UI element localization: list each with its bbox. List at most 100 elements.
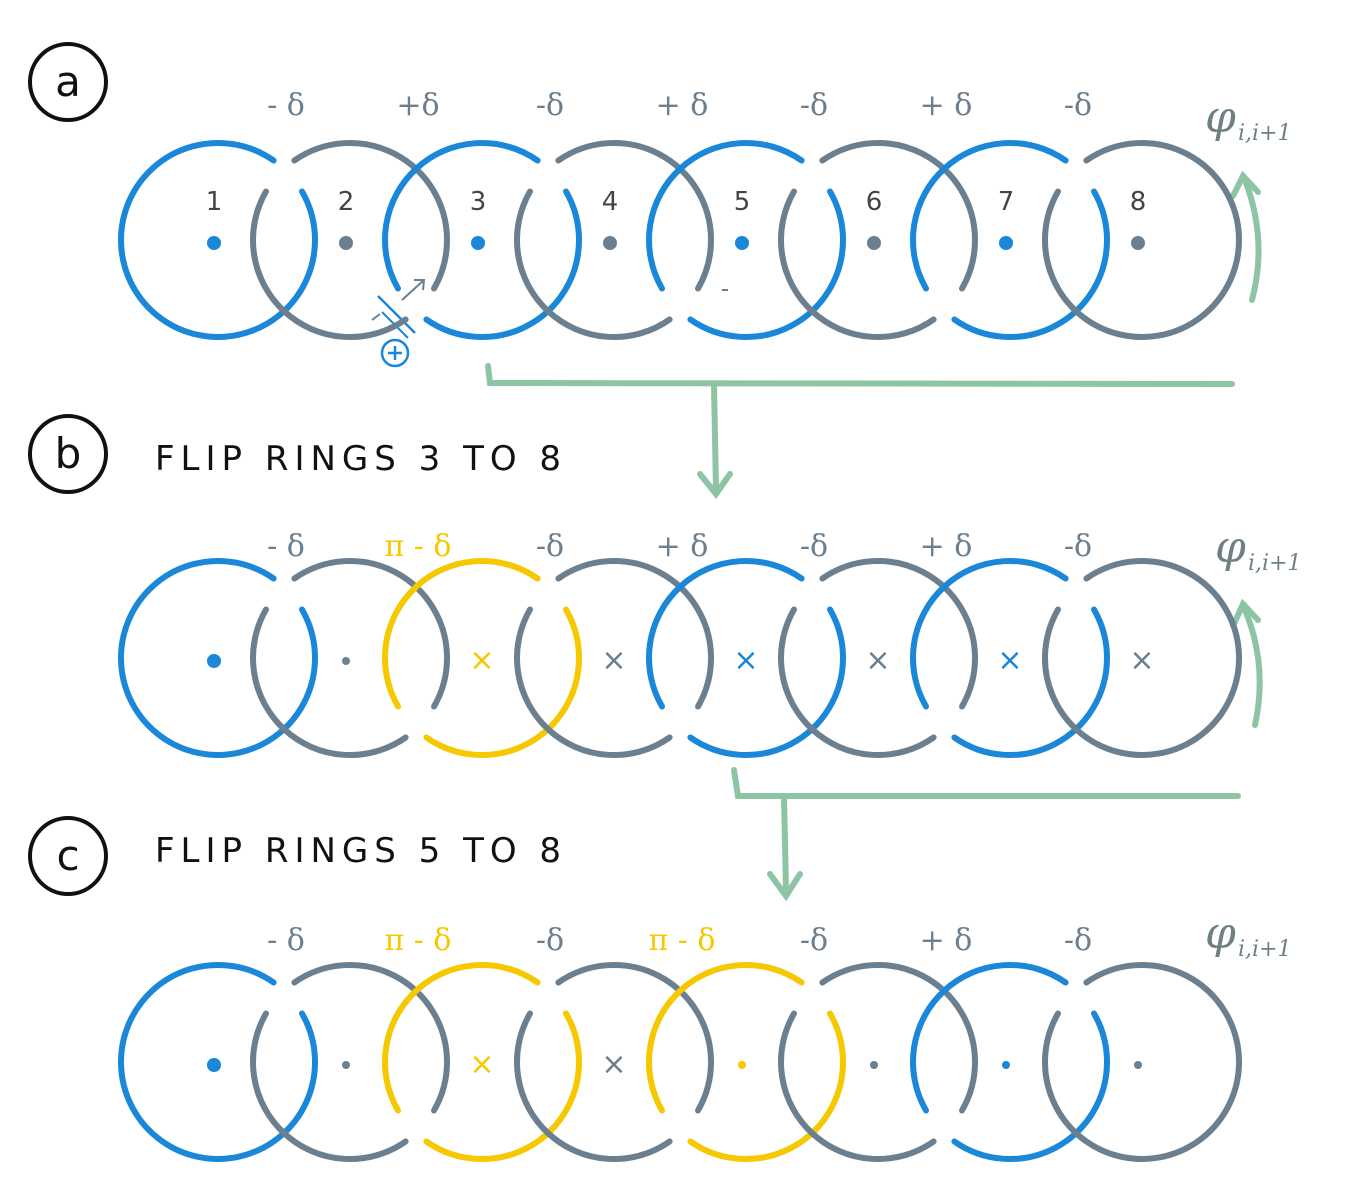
ring-arc bbox=[910, 961, 1069, 1114]
ring-arc bbox=[514, 606, 673, 759]
center-cross: × bbox=[997, 643, 1022, 678]
phi-symbol-b: φ bbox=[1215, 522, 1246, 573]
ring-number: 6 bbox=[866, 187, 883, 217]
center-dot bbox=[603, 236, 617, 250]
ring-arc bbox=[646, 961, 805, 1114]
ring-arc bbox=[1091, 1010, 1110, 1065]
plus-symbol: ⊕ bbox=[395, 361, 396, 363]
delta-label-a-7: -δ bbox=[1064, 88, 1092, 123]
phi-label-c: φ i,i+1 bbox=[1205, 908, 1292, 962]
ring-a-5: 5 bbox=[646, 139, 846, 340]
delta-label-b-2: π - δ bbox=[385, 529, 452, 564]
ring-arc bbox=[1083, 962, 1242, 1065]
ring-arc bbox=[778, 1010, 937, 1163]
phi-label-b: φ i,i+1 bbox=[1215, 522, 1302, 576]
ring-arc bbox=[1083, 558, 1242, 661]
badge-c-letter: c bbox=[56, 831, 79, 880]
center-cross: × bbox=[469, 1047, 494, 1082]
ring-arc bbox=[299, 1010, 318, 1065]
ring-number: 2 bbox=[338, 187, 355, 217]
ring-b-2 bbox=[250, 558, 450, 759]
delta-label-b-7: -δ bbox=[1064, 529, 1092, 564]
ring-b-6: × bbox=[778, 558, 978, 759]
ring-arc bbox=[382, 961, 541, 1114]
ring-c-7 bbox=[910, 961, 1110, 1162]
phi-symbol-c: φ bbox=[1205, 908, 1236, 959]
ring-number: 7 bbox=[998, 187, 1015, 217]
annotation-plus: ⊕ bbox=[371, 279, 728, 368]
ring-arc bbox=[1083, 140, 1242, 243]
ring-number: 4 bbox=[602, 187, 619, 217]
phi-subscript-c: i,i+1 bbox=[1238, 937, 1292, 962]
ring-arc bbox=[910, 139, 1069, 292]
delta-label-a-6: + δ bbox=[920, 88, 973, 123]
ring-arc bbox=[514, 1010, 673, 1163]
ring-c-4: × bbox=[514, 962, 714, 1163]
ring-arc bbox=[563, 188, 582, 243]
phi-label-a: φ i,i+1 bbox=[1205, 92, 1292, 146]
ring-a-6: 6 bbox=[778, 140, 978, 341]
badge-a: a bbox=[28, 42, 108, 122]
center-dot bbox=[342, 657, 350, 665]
delta-label-b-1: - δ bbox=[267, 529, 305, 564]
center-dot bbox=[342, 1061, 350, 1069]
ring-a-2: 2 bbox=[250, 140, 450, 341]
ring-c-6 bbox=[778, 962, 978, 1163]
phi-arrow-b bbox=[1230, 598, 1263, 728]
ring-c-3: × bbox=[382, 961, 582, 1162]
ring-arc bbox=[423, 1059, 582, 1162]
ring-arc bbox=[555, 140, 714, 243]
center-dot bbox=[1134, 1061, 1142, 1069]
ring-arc bbox=[1042, 606, 1242, 758]
delta-label-a-3: -δ bbox=[536, 88, 564, 123]
phi-arrow-a bbox=[1230, 170, 1262, 303]
ring-a-4: 4 bbox=[514, 140, 714, 341]
ring-arc bbox=[695, 655, 714, 710]
ring-arc bbox=[299, 188, 318, 243]
ring-c-1 bbox=[118, 962, 318, 1162]
ring-arc bbox=[959, 1059, 978, 1114]
connector-a-to-b bbox=[485, 363, 1235, 500]
ring-arc bbox=[827, 606, 846, 661]
delta-label-c-4: π - δ bbox=[649, 923, 716, 958]
delta-label-a-2: +δ bbox=[396, 88, 439, 123]
ring-arc bbox=[423, 655, 582, 758]
center-dot bbox=[870, 1061, 878, 1069]
ring-arc bbox=[291, 962, 450, 1065]
ring-arc bbox=[1091, 606, 1110, 661]
ring-arc bbox=[431, 655, 450, 710]
delta-label-c-5: -δ bbox=[800, 923, 828, 958]
ring-a-8: 8 bbox=[1042, 140, 1242, 340]
ring-arc bbox=[431, 237, 450, 292]
ring-arc bbox=[555, 962, 714, 1065]
ring-arc bbox=[959, 237, 978, 292]
center-dot bbox=[207, 1058, 221, 1072]
phi-subscript-a: i,i+1 bbox=[1238, 121, 1292, 146]
badge-b: b bbox=[28, 414, 108, 494]
ring-arc bbox=[827, 188, 846, 243]
ring-number: 1 bbox=[206, 187, 223, 217]
ring-a-1: 1 bbox=[118, 140, 318, 340]
ring-arc bbox=[819, 558, 978, 661]
panel-b-title: FLIP RINGS 3 TO 8 bbox=[155, 439, 567, 479]
ring-arc bbox=[250, 606, 409, 759]
delta-label-a-1: - δ bbox=[267, 88, 305, 123]
delta-label-c-7: -δ bbox=[1064, 923, 1092, 958]
ring-arc bbox=[910, 557, 1069, 710]
ring-arc bbox=[687, 655, 846, 758]
delta-label-b-3: -δ bbox=[536, 529, 564, 564]
ring-arc bbox=[514, 188, 673, 341]
badge-a-letter: a bbox=[55, 57, 81, 106]
ring-arc bbox=[299, 606, 318, 661]
ring-arc bbox=[951, 655, 1110, 758]
panel-c-title: FLIP RINGS 5 TO 8 bbox=[155, 831, 567, 871]
ring-arc bbox=[291, 140, 450, 243]
ring-a-3: 3 bbox=[382, 139, 582, 340]
ring-c-8 bbox=[1042, 962, 1242, 1162]
badge-b-letter: b bbox=[55, 429, 82, 478]
ring-arc bbox=[951, 237, 1110, 340]
ring-arc bbox=[1042, 1010, 1242, 1162]
